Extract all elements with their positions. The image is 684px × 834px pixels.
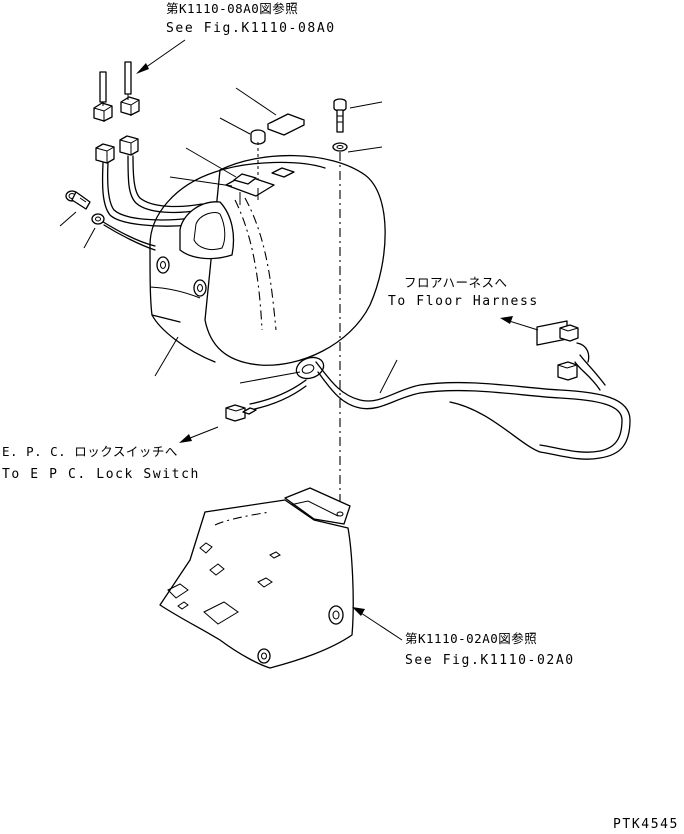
top-reference-label-en: See Fig.K1110-08A0: [166, 21, 336, 36]
drawing-code: PTK4545: [613, 817, 679, 832]
bottom-reference-label-en: See Fig.K1110-02A0: [405, 653, 575, 668]
epc-lock-switch-label-en: To E P C. Lock Switch: [2, 467, 200, 482]
connector-terminals: [93, 61, 140, 164]
top-small-parts: [169, 87, 383, 520]
top-reference-arrow: [136, 39, 186, 74]
floor-harness-label-jp: フロアハーネスへ: [404, 275, 508, 290]
mounting-bracket: [159, 487, 403, 669]
floor-harness-cable: [315, 316, 631, 460]
epc-lock-switch-cable: [179, 379, 307, 443]
top-reference-label-jp: 第K1110-08A0図参照: [166, 1, 298, 16]
epc-lock-switch-label-jp: E. P. C. ロックスイッチへ: [2, 444, 178, 459]
bolt-and-washer-left: [59, 190, 105, 249]
monitor-wires: [99, 155, 203, 251]
monitor-housing: [149, 154, 386, 384]
floor-harness-label-en: To Floor Harness: [388, 294, 539, 309]
bottom-reference-label-jp: 第K1110-02A0図参照: [405, 631, 537, 646]
